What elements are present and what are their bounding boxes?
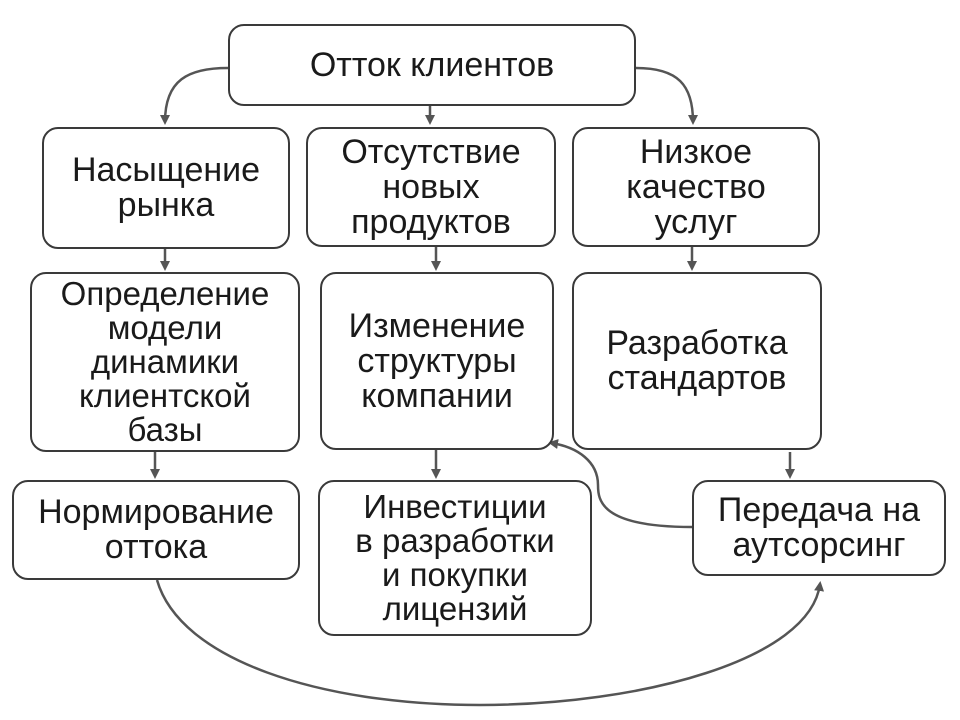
arrow-normalization-to-outsourcing bbox=[155, 579, 825, 707]
node-market-saturation: Насыщение рынка bbox=[42, 127, 290, 249]
node-churn-normalization-label: Нормирование оттока bbox=[38, 493, 274, 566]
arrow-outsourcing-to-restructure bbox=[548, 439, 693, 529]
node-outsourcing: Передача на аутсорсинг bbox=[692, 480, 946, 576]
node-low-service-quality: Низкое качество услуг bbox=[572, 127, 820, 247]
node-customer-churn: Отток клиентов bbox=[228, 24, 636, 106]
node-churn-normalization: Нормирование оттока bbox=[12, 480, 300, 580]
node-client-dynamics-model-label: Определение модели динамики клиентской б… bbox=[60, 275, 270, 448]
node-market-saturation-label: Насыщение рынка bbox=[71, 151, 261, 224]
node-rd-license-investment-label: Инвестиции в разработки и покупки лиценз… bbox=[355, 488, 555, 627]
node-company-restructure: Изменение структуры компании bbox=[320, 272, 554, 450]
node-company-restructure-label: Изменение структуры компании bbox=[348, 306, 526, 415]
arrow-root-to-low-quality bbox=[635, 66, 698, 125]
node-client-dynamics-model: Определение модели динамики клиентской б… bbox=[30, 272, 300, 452]
node-customer-churn-label: Отток клиентов bbox=[309, 46, 555, 84]
node-standards-development: Разработка стандартов bbox=[572, 272, 822, 450]
node-rd-license-investment: Инвестиции в разработки и покупки лиценз… bbox=[318, 480, 592, 636]
node-no-new-products: Отсутствие новых продуктов bbox=[306, 127, 556, 247]
arrow-root-to-saturation bbox=[160, 66, 229, 125]
node-no-new-products-label: Отсутствие новых продуктов bbox=[341, 132, 521, 241]
node-outsourcing-label: Передача на аутсорсинг bbox=[717, 491, 921, 564]
node-standards-development-label: Разработка стандартов bbox=[606, 324, 788, 397]
node-low-service-quality-label: Низкое качество услуг bbox=[626, 132, 766, 241]
